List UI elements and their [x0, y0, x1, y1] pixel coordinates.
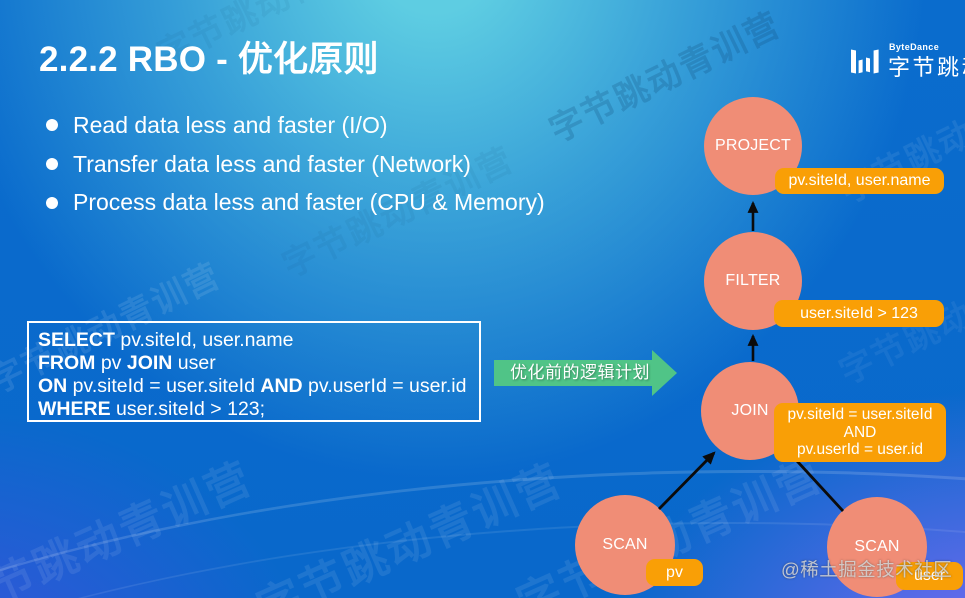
annotation-text: user.siteId > 123 — [800, 304, 918, 322]
annotation-filter: user.siteId > 123 — [774, 300, 944, 327]
bullet-text: Process data less and faster (CPU & Memo… — [73, 189, 545, 216]
annotation-text: pv.userId = user.id — [797, 441, 923, 459]
bytedance-logo: ByteDance 字节跳动 — [851, 42, 965, 82]
community-watermark: @稀土掘金技术社区 — [781, 559, 953, 580]
tree-node-label: SCAN — [854, 538, 900, 555]
sql-line: FROM pv JOIN user — [38, 352, 216, 374]
tree-node-label: JOIN — [731, 402, 769, 419]
green-arrow-body — [494, 360, 652, 386]
sql-line: SELECT pv.siteId, user.name — [38, 329, 294, 351]
annotation-scan-user: user — [896, 562, 963, 590]
annotation-text: pv.siteId, user.name — [788, 172, 931, 189]
green-arrow-head — [652, 350, 677, 396]
green-arrow-label: 优化前的逻辑计划 — [510, 363, 650, 382]
bullet-item: Process data less and faster (CPU & Memo… — [46, 183, 545, 222]
bullet-list: Read data less and faster (I/O) Transfer… — [46, 106, 545, 222]
slide-title: 2.2.2 RBO - 优化原则 — [39, 40, 379, 79]
sql-line: WHERE user.siteId > 123; — [38, 398, 266, 420]
tree-node-label: FILTER — [725, 272, 781, 289]
bytedance-logo-zh: 字节跳动 — [888, 55, 965, 80]
bullet-dot-icon — [46, 158, 58, 171]
annotation-text: AND — [843, 423, 877, 441]
sql-line: ON pv.siteId = user.siteId AND pv.userId… — [38, 375, 467, 397]
bullet-dot-icon — [46, 196, 58, 209]
bytedance-bars-icon — [851, 49, 879, 74]
sql-code-box: SELECT pv.siteId, user.name FROM pv JOIN… — [27, 321, 481, 422]
background-watermark: 字节跳动青训营 — [249, 455, 571, 598]
annotation-text: user — [913, 567, 946, 584]
bytedance-logo-en: ByteDance — [889, 42, 940, 52]
bullet-dot-icon — [46, 119, 58, 132]
annotation-text: pv — [666, 563, 683, 581]
tree-node-label: PROJECT — [714, 137, 792, 154]
annotation-join: pv.siteId = user.siteId AND pv.userId = … — [774, 403, 946, 462]
annotation-project: pv.siteId, user.name — [775, 168, 944, 194]
annotation-scan-pv: pv — [646, 559, 703, 586]
bullet-text: Transfer data less and faster (Network) — [73, 150, 471, 177]
background-watermark: 字节跳动青训营 — [0, 453, 261, 598]
tree-node-label: SCAN — [602, 536, 648, 553]
green-arrow: 优化前的逻辑计划 — [494, 350, 677, 396]
annotation-text: pv.siteId = user.siteId — [787, 406, 933, 424]
bullet-item: Read data less and faster (I/O) — [46, 106, 545, 145]
tree-node-project: PROJECT — [704, 97, 802, 195]
bullet-item: Transfer data less and faster (Network) — [46, 145, 545, 184]
bullet-text: Read data less and faster (I/O) — [73, 111, 388, 138]
